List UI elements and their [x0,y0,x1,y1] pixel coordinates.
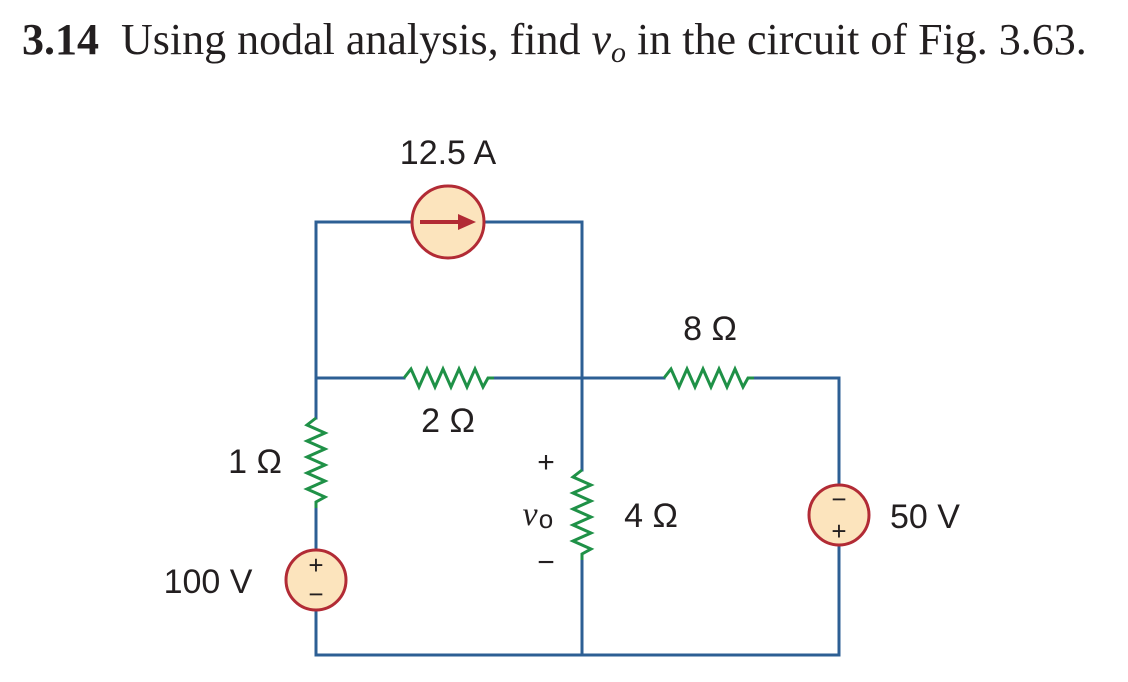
wire-middle-right [752,376,841,486]
resistor-8-ohm [662,365,754,391]
problem-subscript: o [611,36,627,69]
output-voltage-annotation: + v o − [522,446,554,579]
circuit-wires [314,220,841,657]
voltage-source-100v-label: 100 V [164,563,253,601]
resistor-1-ohm [303,416,329,508]
resistor-1-ohm-label: 1 Ω [228,443,282,481]
vo-subscript: o [539,504,553,534]
wire-left-lower [314,544,841,657]
problem-text-before: Using nodal analysis, find [121,15,581,64]
vo-minus: − [537,546,555,579]
resistor-4-ohm [569,468,595,560]
problem-number: 3.14 [22,15,99,64]
vo-variable: v [522,496,538,533]
vs-left-minus: − [308,579,323,609]
wire-top-left [314,220,414,380]
vo-plus: + [537,446,555,479]
resistor-2-ohm [402,365,494,391]
vs-left-plus: + [308,550,323,580]
arrow-head-icon [458,214,476,230]
vs-right-minus: − [831,484,846,514]
resistor-8-ohm-label: 8 Ω [683,310,737,348]
problem-statement: 3.14 Using nodal analysis, find vo in the… [22,10,1087,75]
wire-top-right [482,220,584,380]
resistor-4-ohm-label: 4 Ω [624,497,678,535]
resistor-2-ohm-label: 2 Ω [421,402,475,440]
voltage-source-50v: − + [807,483,871,547]
voltage-source-100v: + − [284,548,348,612]
current-source [410,184,486,260]
voltage-source-50v-label: 50 V [890,498,960,536]
problem-text-after: in the circuit of Fig. 3.63. [637,15,1087,64]
vs-right-plus: + [831,516,846,546]
problem-variable: v [591,15,612,64]
current-source-label: 12.5 A [400,134,497,172]
